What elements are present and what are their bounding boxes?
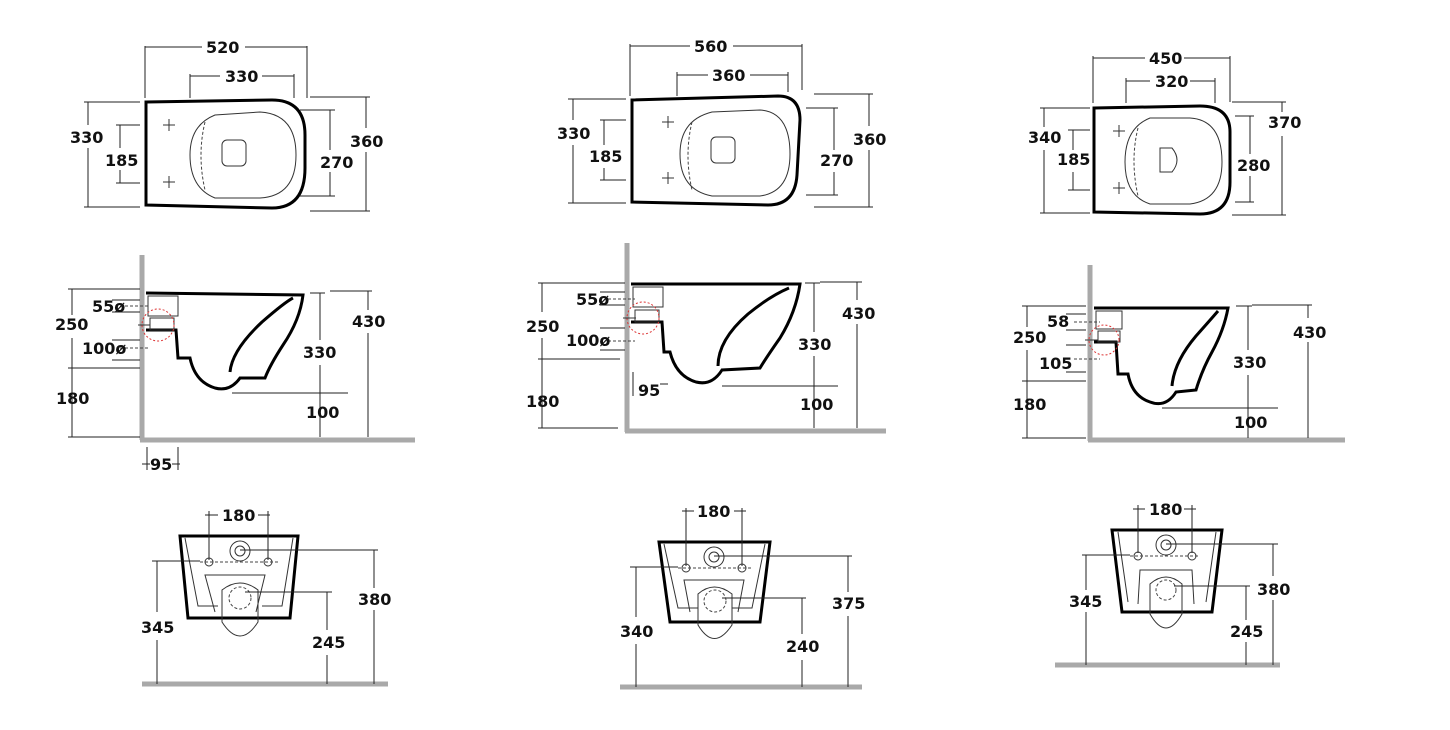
dim-inner-height: 270 [320,153,353,172]
dim-330: 330 [1233,353,1266,372]
dim-245: 240 [786,637,819,656]
dim-rear-hole-spacing: 180 [222,506,255,525]
side-view: 55ø 100ø 250 180 330 100 430 95 [526,243,886,434]
dim-330: 330 [798,335,831,354]
dim-180: 180 [526,392,559,411]
top-view: 560 360 330 185 270 360 [557,37,886,208]
dim-inlet: 100ø [82,339,126,358]
rear-view: 180 340 240 375 [620,502,865,690]
seat-opening [189,111,297,199]
dim-100: 100 [1234,413,1267,432]
dim-250: 250 [55,315,88,334]
bowl-profile [1094,306,1230,406]
bowl-outline [630,94,802,207]
dim-rear-hole-spacing: 180 [697,502,730,521]
dim-drain: 55ø [576,290,609,309]
dim-250: 250 [526,317,559,336]
dim-380: 380 [358,590,391,609]
dim-seat-width: 360 [712,66,745,85]
dim-left-height: 340 [1028,128,1061,147]
dim-left-height: 330 [70,128,103,147]
dim-345: 340 [620,622,653,641]
side-view: 55ø 100ø 250 180 330 100 430 95 [55,255,415,474]
dim-right-height: 360 [853,130,886,149]
model-1: 520 330 330 185 270 360 [55,38,415,687]
dim-drain: 58 [1047,312,1069,331]
dim-380: 375 [832,594,865,613]
dim-hole-spacing: 185 [589,147,622,166]
bowl-profile [145,291,305,391]
dim-rear-hole-spacing: 180 [1149,500,1182,519]
dim-left-height: 330 [557,124,590,143]
dim-wall-offset: 95 [638,381,660,400]
dim-380: 380 [1257,580,1290,599]
dim-180: 180 [1013,395,1046,414]
bowl-profile [631,282,802,385]
side-view: 58 105 250 180 330 100 430 [1013,265,1345,443]
dim-100: 100 [800,395,833,414]
dim-inlet: 105 [1039,354,1072,373]
model-3: 450 320 340 185 280 370 [1013,49,1345,668]
dim-345: 345 [1069,592,1102,611]
dim-seat-width: 330 [225,67,258,86]
dim-hole-spacing: 185 [1057,150,1090,169]
dim-100: 100 [306,403,339,422]
model-2: 560 360 330 185 270 360 [526,37,886,690]
dim-180: 180 [56,389,89,408]
dim-245: 245 [1230,622,1263,641]
dim-430: 430 [352,312,385,331]
dim-seat-width: 320 [1155,72,1188,91]
dim-inlet: 100ø [566,331,610,350]
dim-overall-width: 520 [206,38,239,57]
dim-drain: 55ø [92,297,125,316]
dim-inner-height: 280 [1237,156,1270,175]
dim-430: 430 [1293,323,1326,342]
bowl-outline [144,98,307,210]
top-view: 450 320 340 185 280 370 [1028,49,1301,216]
top-view: 520 330 330 185 270 360 [70,38,383,212]
dim-245: 245 [312,633,345,652]
dim-hole-spacing: 185 [105,151,138,170]
dim-right-height: 370 [1268,113,1301,132]
rear-view: 180 345 245 380 [141,506,391,687]
dim-overall-width: 450 [1149,49,1182,68]
bowl-outline [1092,104,1232,216]
dim-right-height: 360 [350,132,383,151]
dim-345: 345 [141,618,174,637]
dim-330: 330 [303,343,336,362]
rear-view: 180 345 245 380 [1055,500,1290,668]
dim-430: 430 [842,304,875,323]
dim-wall-offset: 95 [150,455,172,474]
dim-inner-height: 270 [820,151,853,170]
dim-250: 250 [1013,328,1046,347]
dim-overall-width: 560 [694,37,727,56]
